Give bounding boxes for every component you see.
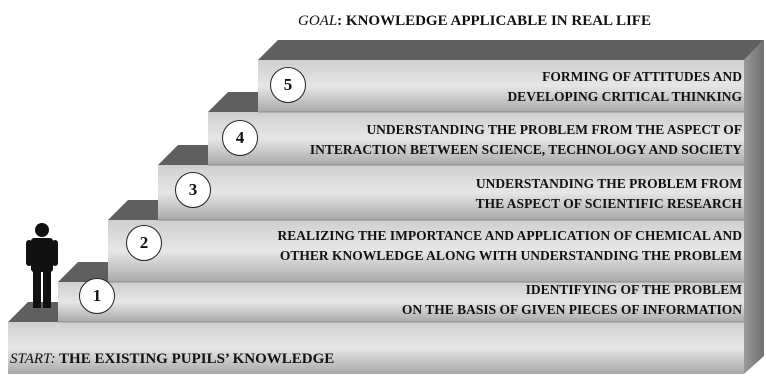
step-3-line-1: UNDERSTANDING THE PROBLEM FROM (475, 176, 742, 191)
person-icon (26, 223, 58, 308)
stair-4-face (208, 112, 744, 165)
step-1-number: 1 (79, 278, 115, 314)
step-5-line-1: FORMING OF ATTITUDES AND (542, 69, 742, 84)
goal-label-text: : KNOWLEDGE APPLICABLE IN REAL LIFE (337, 13, 651, 29)
step-1-line-2: ON THE BASIS OF GIVEN PIECES OF INFORMAT… (401, 302, 742, 317)
step-5-line-2: DEVELOPING CRITICAL THINKING (507, 89, 742, 104)
goal-label-prefix: GOAL (298, 13, 338, 29)
step-5-number: 5 (270, 67, 306, 103)
step-4-description: UNDERSTANDING THE PROBLEM FROM THE ASPEC… (310, 120, 742, 160)
stair-base-face (8, 322, 744, 374)
step-4-number: 4 (222, 120, 258, 156)
step-2-number: 2 (126, 225, 162, 261)
start-label: START: THE EXISTING PUPILS’ KNOWLEDGE (10, 351, 334, 368)
goal-label: GOAL: KNOWLEDGE APPLICABLE IN REAL LIFE (298, 13, 651, 30)
stair-1-face (58, 282, 744, 322)
stair-3-face (158, 165, 744, 220)
stair-top-landing (258, 40, 764, 60)
step-4-line-1: UNDERSTANDING THE PROBLEM FROM THE ASPEC… (366, 122, 742, 137)
step-3-line-2: THE ASPECT OF SCIENTIFIC RESEARCH (475, 196, 742, 211)
staircase-side-face (744, 40, 764, 374)
stair-5-face (258, 60, 744, 112)
start-label-prefix: START: (10, 351, 56, 367)
stair-2-face (108, 220, 744, 282)
step-1-description: IDENTIFYING OF THE PROBLEM ON THE BASIS … (402, 280, 742, 320)
step-4-line-2: INTERACTION BETWEEN SCIENCE, TECHNOLOGY … (309, 142, 742, 157)
step-2-line-1: REALIZING THE IMPORTANCE AND APPLICATION… (277, 228, 742, 243)
step-5-description: FORMING OF ATTITUDES AND DEVELOPING CRIT… (507, 67, 742, 107)
step-2-line-2: OTHER KNOWLEDGE ALONG WITH UNDERSTANDING… (279, 248, 742, 263)
step-3-number: 3 (175, 172, 211, 208)
start-label-text: THE EXISTING PUPILS’ KNOWLEDGE (55, 351, 335, 367)
step-3-description: UNDERSTANDING THE PROBLEM FROM THE ASPEC… (476, 174, 742, 214)
step-2-description: REALIZING THE IMPORTANCE AND APPLICATION… (278, 226, 742, 266)
step-1-line-1: IDENTIFYING OF THE PROBLEM (525, 282, 742, 297)
